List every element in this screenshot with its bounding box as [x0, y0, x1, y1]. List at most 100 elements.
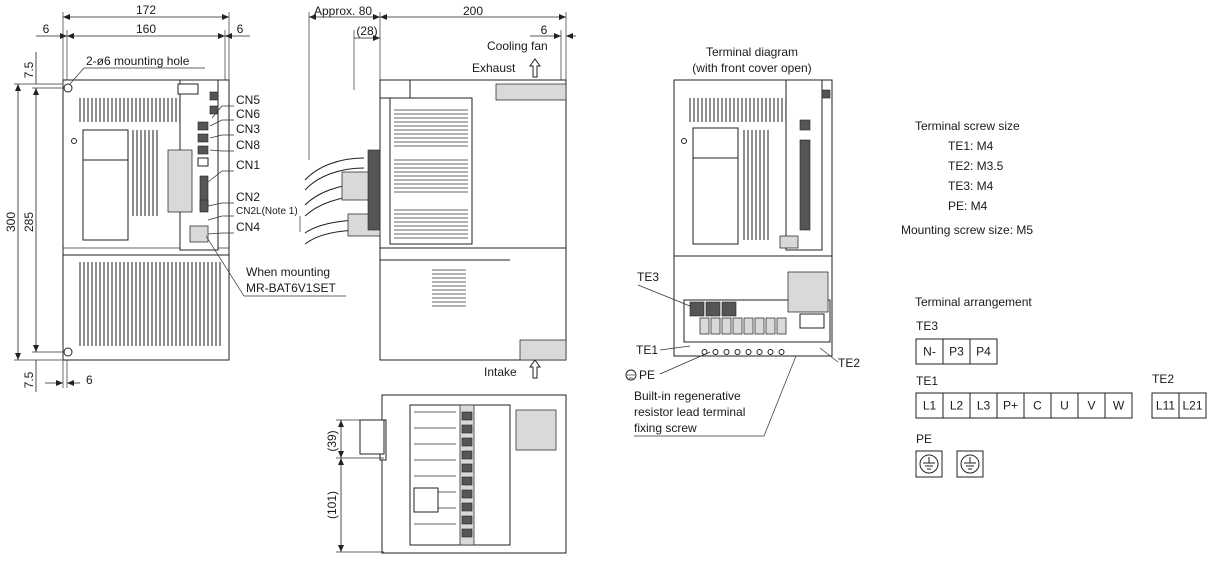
- dim-side-left: 6: [43, 22, 50, 36]
- terminal-cell: [942, 338, 971, 365]
- dim-depth: 200: [463, 4, 483, 18]
- terminal-cell-label: L2: [950, 399, 964, 413]
- connector-label: CN2L(Note 1): [236, 206, 298, 217]
- te1-arrangement-label: TE1: [916, 374, 938, 388]
- terminal-screw: [745, 349, 752, 355]
- terminal-block: [461, 424, 473, 434]
- resistor-note: resistor lead terminal: [634, 405, 745, 419]
- bottom-view: (39) (101): [325, 394, 567, 554]
- terminal-block: [461, 515, 473, 525]
- terminal-cell: [1104, 392, 1133, 419]
- terminal-diagram-title: Terminal diagram: [706, 45, 798, 59]
- connector-label: CN4: [236, 220, 260, 234]
- ground-icon: [625, 369, 637, 381]
- terminal-cell: [942, 392, 971, 419]
- terminal-cell: [1178, 392, 1207, 419]
- terminal-block: [461, 489, 473, 499]
- screw-size-item: TE3: M4: [948, 179, 994, 193]
- front-view: 172 160 6 6 300 285 7.5 7.5 6: [4, 3, 250, 392]
- resistor-note: fixing screw: [634, 421, 697, 435]
- terminal-block: [721, 301, 737, 317]
- terminal-cell-label: C: [1033, 399, 1042, 413]
- terminal-block: [776, 317, 787, 335]
- terminal-block: [461, 502, 473, 512]
- terminal-block: [461, 411, 473, 421]
- terminal-block: [743, 317, 754, 335]
- terminal-block: [732, 317, 743, 335]
- terminal-cell-label: P3: [949, 345, 964, 359]
- terminal-block: [689, 301, 705, 317]
- connector-label: CN6: [236, 107, 260, 121]
- terminal-cell-label: U: [1060, 399, 1069, 413]
- mounting-hole-top: [63, 83, 73, 93]
- terminal-block: [461, 463, 473, 473]
- terminal-cell-label: L21: [1182, 399, 1202, 413]
- dim-39: (39): [325, 430, 339, 451]
- terminal-cell-label: P+: [1003, 399, 1018, 413]
- terminal-block: [754, 317, 765, 335]
- arrangement-title: Terminal arrangement: [915, 295, 1032, 309]
- terminal-block: [461, 450, 473, 460]
- terminal-block: [699, 317, 710, 335]
- terminal-cell-label: L3: [977, 399, 991, 413]
- terminal-diagram-subtitle: (with front cover open): [692, 61, 811, 75]
- pe-arrangement-label: PE: [916, 432, 932, 446]
- mounting-screw-size: Mounting screw size: M5: [901, 223, 1033, 237]
- dim-side-right: 6: [237, 22, 244, 36]
- screw-sizes: Terminal screw size TE1: M4 TE2: M3.5 TE…: [901, 119, 1033, 237]
- dim-top-offset: 7.5: [22, 61, 36, 78]
- te1-label: TE1: [636, 343, 658, 357]
- screw-size-item: TE2: M3.5: [948, 159, 1004, 173]
- terminal-block: [710, 317, 721, 335]
- terminal-screw: [734, 349, 741, 355]
- terminal-diagram: Terminal diagram (with front cover open)…: [625, 45, 860, 437]
- terminal-block: [705, 301, 721, 317]
- dim-bottom-offset: 7.5: [22, 371, 36, 388]
- connector-label: CN8: [236, 138, 260, 152]
- terminal-block: [461, 476, 473, 486]
- connector-label: CN1: [236, 158, 260, 172]
- terminal-screw: [756, 349, 763, 355]
- intake-arrow-icon: [529, 359, 541, 379]
- dim-height-total: 300: [4, 212, 18, 232]
- te3-label: TE3: [637, 270, 659, 284]
- dim-6: 6: [541, 23, 548, 37]
- terminal-block: [461, 437, 473, 447]
- connector-label: CN3: [236, 122, 260, 136]
- terminal-cell-label: N-: [923, 345, 936, 359]
- terminal-screw: [723, 349, 730, 355]
- dim-101: (101): [325, 491, 339, 519]
- terminal-block: [461, 528, 473, 538]
- cooling-fan-label: Cooling fan: [487, 39, 548, 53]
- terminal-cell: [1023, 392, 1052, 419]
- dim-approx: Approx. 80: [314, 4, 372, 18]
- terminal-cell-label: L11: [1156, 399, 1175, 413]
- side-view: Approx. 80 200 (28) 6 Cooling fan Exhaus…: [304, 4, 576, 379]
- terminal-cell-label: P4: [976, 345, 991, 359]
- exhaust-label: Exhaust: [472, 61, 516, 75]
- exhaust-arrow-icon: [529, 58, 541, 78]
- battery-note: When mounting: [246, 265, 330, 279]
- dim-width-total: 172: [136, 3, 156, 17]
- terminal-cell: [996, 392, 1025, 419]
- te2-label: TE2: [838, 356, 860, 370]
- terminal-screw: [767, 349, 774, 355]
- terminal-cell-label: V: [1087, 399, 1095, 413]
- terminal-block: [721, 317, 732, 335]
- pe-label: PE: [639, 368, 655, 382]
- intake-label: Intake: [484, 365, 517, 379]
- dim-28: (28): [356, 24, 377, 38]
- terminal-cell: [1151, 392, 1180, 419]
- screw-size-item: TE1: M4: [948, 139, 994, 153]
- terminal-block: [765, 317, 776, 335]
- mounting-hole-label: 2-ø6 mounting hole: [86, 54, 190, 68]
- connector-labels: CN5 CN6 CN3 CN8 CN1 CN2 CN2L(Note 1) CN4…: [69, 54, 346, 297]
- ground-icon: [915, 450, 943, 478]
- te3-arrangement-label: TE3: [916, 319, 938, 333]
- dim-bottom-side: 6: [86, 373, 93, 387]
- terminal-cell-label: W: [1113, 399, 1125, 413]
- terminal-screw: [778, 349, 785, 355]
- dim-height-inner: 285: [22, 212, 36, 232]
